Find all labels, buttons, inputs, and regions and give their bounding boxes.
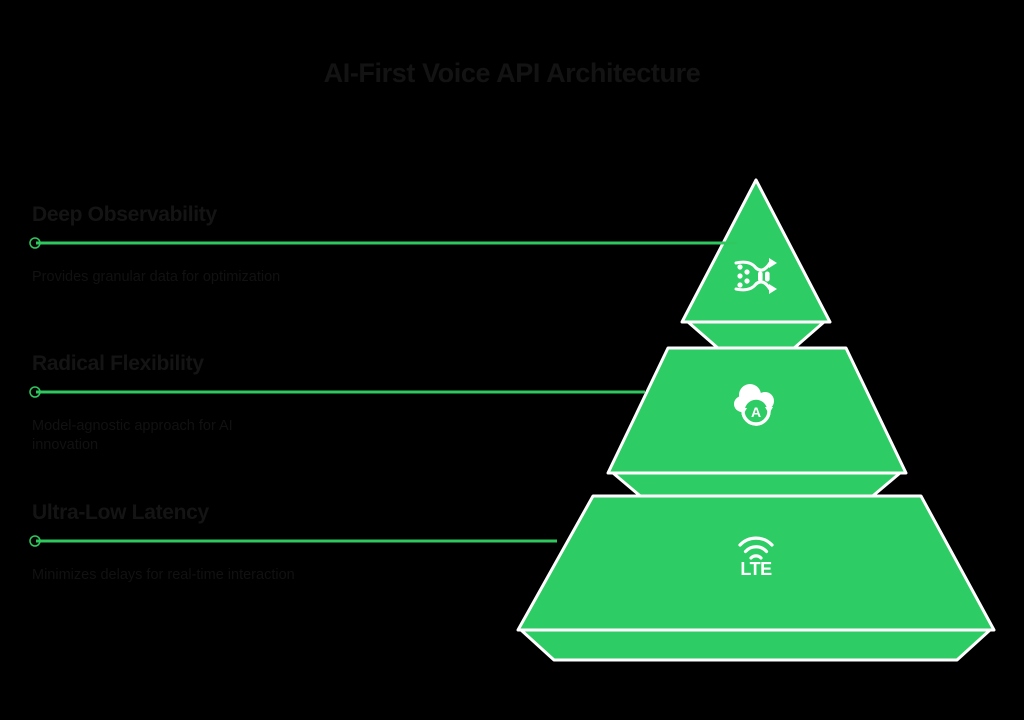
- pyramid-tier-bottom-base: [519, 628, 992, 662]
- pyramid-tier-bottom[interactable]: LTE: [516, 494, 996, 662]
- shuffle-icon: [734, 258, 777, 294]
- cloud-auto-sync-icon: A: [734, 384, 774, 426]
- svg-text:A: A: [751, 404, 761, 420]
- level-label-ultra-low-latency: Ultra-Low Latency Minimizes delays for r…: [32, 501, 332, 585]
- page-title: AI-First Voice API Architecture: [323, 58, 701, 88]
- level-heading: Ultra-Low Latency: [32, 501, 209, 524]
- lte-signal-icon: LTE: [738, 536, 774, 579]
- level-heading: Deep Observability: [32, 203, 217, 226]
- pyramid-tier-middle[interactable]: A: [606, 346, 908, 502]
- level-heading: Radical Flexibility: [32, 352, 204, 375]
- level-description: Minimizes delays for real-time interacti…: [32, 567, 295, 583]
- pyramid-tier-top-face: [680, 178, 832, 324]
- level-description: Model-agnostic approach for AI innovatio…: [32, 418, 233, 453]
- pyramid-tier-top-base: [686, 320, 826, 351]
- svg-text:LTE: LTE: [740, 559, 772, 579]
- pyramid-tier-top[interactable]: [680, 178, 832, 351]
- level-label-radical-flexibility: Radical Flexibility Model-agnostic appro…: [32, 352, 332, 455]
- level-description: Provides granular data for optimization: [32, 269, 281, 285]
- pyramid-tier-bottom-face: [516, 494, 996, 632]
- level-label-deep-observability: Deep Observability Provides granular dat…: [32, 203, 332, 287]
